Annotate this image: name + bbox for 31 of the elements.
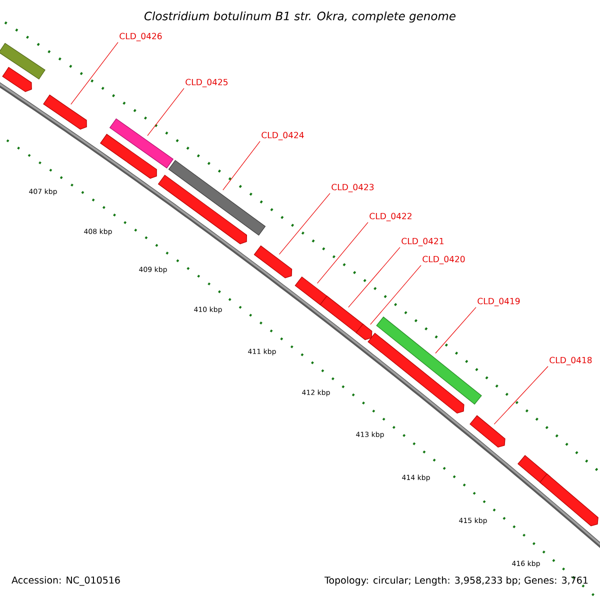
- footer-text: Accession: NC_010516: [12, 576, 120, 586]
- footer-text: Topology: circular; Length: 3,958,233 bp; Genes: 3,761: [324, 576, 588, 586]
- leader-line: [348, 247, 400, 308]
- gene-bar: [539, 474, 598, 526]
- gene-bar: [100, 134, 157, 179]
- gene-label: CLD_0423: [332, 184, 374, 192]
- gene-bar: [368, 332, 464, 414]
- gene-label: CLD_0426: [120, 32, 162, 42]
- leader-line: [370, 265, 422, 325]
- title: Clostridium botulinum B1 str. Okra, complete genome: [144, 11, 456, 23]
- gene-label: CLD_0422: [370, 212, 412, 222]
- gene-bar: [158, 174, 247, 244]
- gene-bar: [470, 415, 506, 448]
- gene-label: CLD_0418: [550, 356, 592, 366]
- leader-line: [147, 88, 184, 136]
- leader-line: [316, 222, 368, 284]
- gene-label: CLD_0425: [186, 78, 228, 88]
- gene-bar: [320, 296, 364, 334]
- gene-label: CLD_0419: [478, 298, 520, 306]
- gene-bar: [356, 324, 372, 340]
- leader-line: [222, 141, 260, 190]
- leader-line: [70, 42, 118, 105]
- gene-bar: [43, 94, 87, 130]
- gene-bar: [168, 160, 266, 236]
- gene-label: CLD_0424: [262, 132, 304, 140]
- leader-line: [494, 366, 548, 425]
- gene-label: CLD_0421: [402, 238, 444, 246]
- leader-line: [435, 307, 476, 354]
- gene-label: CLD_0420: [422, 256, 465, 264]
- gene-bar: [376, 316, 482, 405]
- leader-line: [278, 193, 330, 255]
